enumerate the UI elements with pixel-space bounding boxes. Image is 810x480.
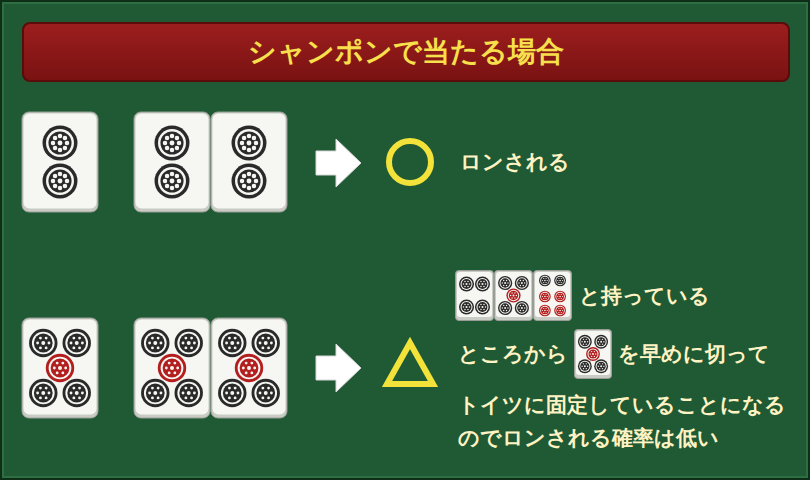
pin-circle: [578, 359, 592, 373]
note-text: ところから: [458, 341, 568, 367]
note-text: のでロンされる確率は低い: [458, 425, 719, 451]
pin-circle: [506, 288, 520, 302]
pin-circle: [539, 291, 551, 303]
pin-circle: [43, 126, 78, 161]
pin-circle: [46, 354, 74, 382]
felt-ground: [3, 3, 807, 477]
pin-circle: [158, 354, 186, 382]
pin-circle: [252, 329, 280, 357]
pin-circle: [586, 347, 600, 361]
tile-2pin: [211, 112, 287, 212]
tile-face: [496, 272, 531, 317]
title-band: シャンポンで当たる場合: [22, 22, 790, 82]
pin-circle: [155, 164, 190, 199]
pin-circle: [43, 164, 78, 199]
pin-circle: [63, 379, 91, 407]
pin-circle: [498, 301, 512, 315]
triangle-mark: [387, 343, 433, 384]
hand-row: と持っている: [455, 270, 710, 322]
pin-circle: [29, 329, 57, 357]
tile-face: [136, 114, 209, 209]
tile-body: [456, 271, 494, 321]
pin-circle: [554, 291, 566, 303]
discard-row: ところから を早めに切って: [458, 329, 770, 379]
tile-5pin: [575, 330, 612, 379]
pin-circle: [475, 276, 490, 291]
pin-circle: [539, 305, 551, 317]
pin-circle: [235, 354, 263, 382]
tile-5pin-small: [574, 329, 612, 379]
tile-5pin: [495, 271, 533, 321]
tile-2pin: [134, 112, 210, 212]
title-text: シャンポンで当たる場合: [248, 35, 564, 69]
tile-body: [134, 318, 210, 418]
pin-circle: [515, 276, 529, 290]
tile-body: [211, 318, 287, 418]
tile-body: [134, 112, 210, 212]
pin-circle: [459, 276, 474, 291]
pin-circle: [141, 329, 169, 357]
pin-circle: [232, 126, 267, 161]
arrow-right: [316, 139, 361, 187]
tile-body: [495, 271, 533, 321]
pin-circle: [498, 276, 512, 290]
tile-face: [213, 320, 286, 415]
pin-circle: [554, 305, 566, 317]
tile-5pin: [211, 318, 287, 418]
pin-circle: [141, 379, 169, 407]
arrow-right: [316, 344, 361, 392]
pin-circle: [578, 335, 592, 349]
pin-circle: [515, 301, 529, 315]
tile-2pin: [22, 112, 98, 212]
pin-circle: [539, 275, 551, 287]
tile-5pin: [22, 318, 98, 418]
pin-circle: [218, 379, 246, 407]
pin-circle: [29, 379, 57, 407]
circle-mark: [389, 141, 431, 183]
pin-circle: [594, 359, 608, 373]
tiles-456pin: [455, 270, 573, 322]
tile-face: [136, 320, 209, 415]
pin-circle: [554, 275, 566, 287]
pin-circle: [63, 329, 91, 357]
pin-circle: [252, 379, 280, 407]
tile-body: [211, 112, 287, 212]
tile-face: [535, 272, 570, 317]
tile-body: [534, 271, 572, 321]
tile-face: [24, 320, 97, 415]
note-text: トイツに固定していることになる: [458, 392, 786, 418]
tile-body: [22, 318, 98, 418]
pin-circle: [155, 126, 190, 161]
tile-face: [576, 331, 610, 375]
tile-4pin: [456, 271, 494, 321]
tile-face: [213, 114, 286, 209]
tile-body: [22, 112, 98, 212]
tile-5pin: [134, 318, 210, 418]
pin-circle: [475, 299, 490, 314]
tile-6pin: [534, 271, 572, 321]
pin-circle: [232, 164, 267, 199]
pin-circle: [218, 329, 246, 357]
pin-circle: [594, 335, 608, 349]
note-text: ロンされる: [460, 149, 570, 175]
tile-face: [24, 114, 97, 209]
note-text: と持っている: [579, 283, 710, 309]
tile-face: [457, 272, 492, 317]
note-text: を早めに切って: [618, 341, 770, 367]
tile-body: [575, 330, 612, 379]
pin-circle: [459, 299, 474, 314]
pin-circle: [175, 329, 203, 357]
pin-circle: [175, 379, 203, 407]
